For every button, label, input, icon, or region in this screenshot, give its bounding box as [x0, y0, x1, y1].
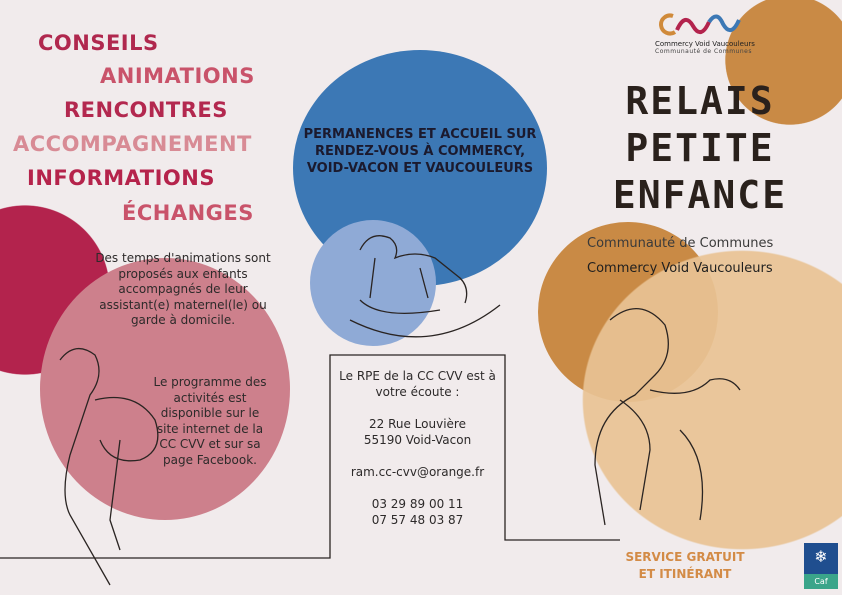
- orange-circle-top: [725, 0, 842, 125]
- logo-waves-icon: [659, 13, 741, 36]
- keyword-conseils: CONSEILS: [38, 31, 159, 55]
- keyword-rencontres: RENCONTRES: [64, 98, 228, 122]
- email-link[interactable]: ram.cc-cvv@orange.fr: [350, 465, 485, 479]
- keyword-informations: INFORMATIONS: [27, 166, 215, 190]
- permanences-text: PERMANENCES ET ACCUEIL SUR RENDEZ-VOUS À…: [303, 127, 537, 176]
- subtitle-line-1: Communauté de Communes: [587, 236, 774, 251]
- programme-text: Le programme des activités est disponibl…: [153, 375, 267, 467]
- animations-text: Des temps d'animations sont proposés aux…: [95, 251, 271, 327]
- cc-cvv-logo: Commercy Void Vaucouleurs Communauté de …: [655, 12, 755, 55]
- page-title: RELAIS PETITE ENFANCE: [580, 78, 820, 219]
- keyword-accompagnement: ACCOMPAGNEMENT: [13, 132, 252, 156]
- contact-intro: Le RPE de la CC CVV est à votre écoute :: [339, 369, 496, 399]
- logo-name: Commercy Void Vaucouleurs: [655, 40, 755, 48]
- address-line-2: 55190 Void-Vacon: [363, 433, 472, 447]
- contact-info: Le RPE de la CC CVV est à votre écoute :…: [335, 368, 500, 544]
- lightblue-circle: [310, 220, 436, 346]
- title-line-2: PETITE: [625, 126, 775, 170]
- service-line-2: ET ITINÉRANT: [638, 567, 732, 581]
- phone-2[interactable]: 07 57 48 03 87: [371, 513, 464, 527]
- title-line-3: ENFANCE: [612, 173, 788, 217]
- address-line-1: 22 Rue Louvière: [369, 417, 466, 431]
- salmon-circle: [40, 258, 290, 520]
- caf-label: Caf: [804, 574, 838, 589]
- logo-subtitle: Communauté de Communes: [655, 48, 752, 55]
- keyword-animations: ANIMATIONS: [100, 64, 255, 88]
- subtitle-line-2: Commercy Void Vaucouleurs: [587, 261, 773, 276]
- service-line-1: SERVICE GRATUIT: [625, 550, 745, 564]
- caf-logo: ❄ Caf: [804, 543, 838, 589]
- caf-snowflake-icon: ❄: [804, 543, 838, 574]
- phone-1[interactable]: 03 29 89 00 11: [371, 497, 464, 511]
- service-text: SERVICE GRATUIT ET ITINÉRANT: [615, 549, 755, 583]
- keyword-echanges: ÉCHANGES: [122, 201, 254, 225]
- title-line-1: RELAIS: [625, 79, 775, 123]
